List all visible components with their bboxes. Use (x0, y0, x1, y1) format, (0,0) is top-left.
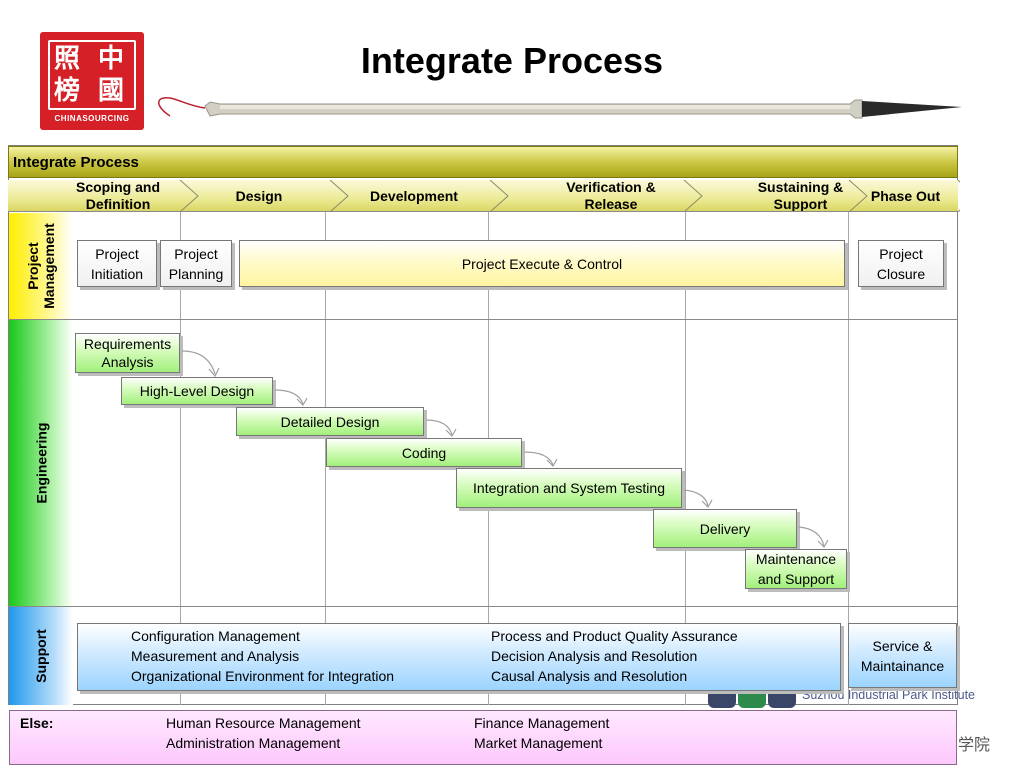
logo-glyph: 照 (54, 44, 81, 74)
phase-development: Development (334, 180, 494, 212)
brush-decoration (158, 97, 962, 119)
logo-glyph: 榜 (54, 76, 81, 106)
support-item: Organizational Environment for Integrati… (131, 668, 395, 684)
phase-phase-out: Phase Out (853, 180, 958, 212)
phase-chevrons (8, 180, 960, 212)
support-item: Process and Product Quality Assurance (491, 628, 738, 644)
else-item: Finance Management (474, 715, 610, 731)
sip-institute-text: Suzhou Industrial Park Institute (802, 688, 976, 702)
project-closure-box: Project Closure (858, 240, 944, 287)
sip-institute-cn: 学院 (958, 737, 991, 754)
else-item: Administration Management (166, 735, 341, 751)
support-column-2: Process and Product Quality Assurance De… (491, 626, 738, 686)
else-column-2: Finance Management Market Management (474, 713, 609, 753)
else-box (9, 710, 957, 765)
high-level-design-step: High-Level Design (121, 377, 273, 405)
phase-design: Design (184, 180, 334, 212)
logo-glyph: 國 (98, 76, 125, 106)
project-execute-control-box: Project Execute & Control (239, 240, 845, 287)
project-planning-box: Project Planning (160, 240, 232, 287)
row-label-project-management: Project Management (9, 213, 73, 319)
else-column-1: Human Resource Management Administration… (166, 713, 361, 753)
page-title: Integrate Process (360, 40, 664, 81)
requirements-analysis-step: Requirements Analysis (75, 333, 180, 373)
row-label-support: Support (9, 607, 73, 705)
support-item: Causal Analysis and Resolution (491, 668, 688, 684)
integrate-process-bar: Integrate Process (8, 146, 958, 178)
support-item: Configuration Management (131, 628, 300, 644)
else-item: Human Resource Management (166, 715, 361, 731)
support-processes-box (77, 623, 841, 691)
integration-testing-step: Integration and System Testing (456, 468, 682, 508)
chinasourcing-logo: 照 中 榜 國 CHINASOURCING (40, 32, 144, 130)
else-item: Market Management (474, 735, 603, 751)
row-label-engineering: Engineering (9, 320, 73, 606)
phase-row: Scoping and Definition Design Developmen… (8, 179, 960, 212)
bar-title-label: Integrate Process (13, 154, 139, 171)
logo-text: CHINASOURCING (54, 114, 130, 123)
detailed-design-step: Detailed Design (236, 407, 424, 436)
support-item: Decision Analysis and Resolution (491, 648, 698, 664)
logo-glyph: 中 (98, 44, 125, 74)
delivery-step: Delivery (653, 509, 797, 548)
maintenance-support-step: Maintenance and Support (745, 549, 847, 589)
phase-sustaining: Sustaining & Support (688, 179, 853, 212)
process-frame (8, 145, 958, 705)
coding-step: Coding (326, 438, 522, 467)
project-initiation-box: Project Initiation (77, 240, 157, 287)
service-maintainance-box: Service & Maintainance (848, 623, 957, 688)
phase-verification: Verification & Release (494, 179, 688, 212)
support-item: Measurement and Analysis (131, 648, 300, 664)
else-label: Else: (20, 715, 54, 731)
support-column-1: Configuration Management Measurement and… (131, 626, 394, 686)
phase-scoping: Scoping and Definition (8, 179, 184, 212)
